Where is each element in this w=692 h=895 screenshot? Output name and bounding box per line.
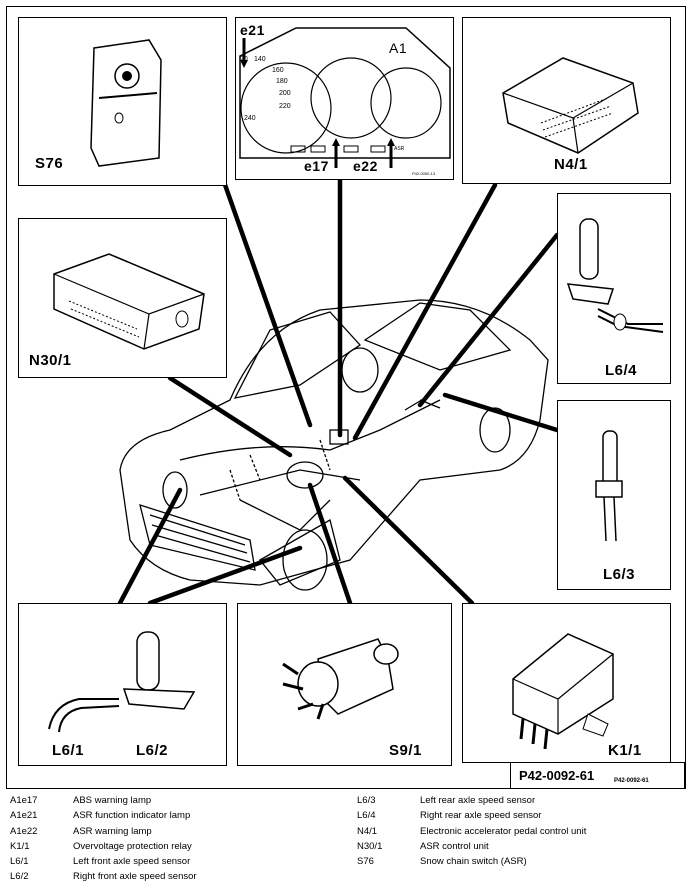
legend-desc: Left rear axle speed sensor bbox=[420, 795, 536, 806]
leader-n30-1 bbox=[167, 375, 293, 458]
leader-n4-1 bbox=[352, 182, 498, 441]
legend-code: L6/2 bbox=[10, 871, 29, 883]
legend-row: L6/1 Left front axle speed sensor bbox=[10, 856, 197, 871]
legend-desc: ASR control unit bbox=[420, 840, 489, 852]
inset-s9-1: S9/1 bbox=[237, 603, 452, 766]
brake-switch-drawing bbox=[282, 638, 399, 720]
legend-desc: ASR warning lamp bbox=[73, 825, 152, 837]
inset-l6-1-l6-2: L6/1 L6/2 bbox=[18, 603, 227, 766]
leader-s9-1 bbox=[307, 482, 353, 606]
legend-right: L6/3 Left rear axle speed sensor L6/4 Righ… bbox=[357, 795, 586, 871]
legend-desc: Electronic accelerator pedal control uni… bbox=[420, 825, 587, 837]
legend-code: K1/1 bbox=[10, 840, 30, 852]
front-sensor-drawing bbox=[48, 631, 196, 733]
label-k1-1: K1/1 bbox=[608, 742, 642, 759]
inset-a1: e21 A1 20 140 160 180 200 220 240 ASR e1… bbox=[235, 17, 454, 180]
legend-row: A1e22 ASR warning lamp bbox=[10, 826, 197, 841]
tick-140: 140 bbox=[254, 56, 266, 63]
legend-code: A1e21 bbox=[10, 810, 38, 822]
legend-row: N4/1 Electronic accelerator pedal control… bbox=[357, 826, 586, 841]
inset-n30-1: N30/1 bbox=[18, 218, 227, 378]
asr-mark: ASR bbox=[394, 146, 405, 152]
legend-code: A1e17 bbox=[10, 795, 38, 806]
legend-row: L6/2 Right front axle speed sensor bbox=[10, 871, 197, 886]
legend-row: L6/4 Right rear axle speed sensor bbox=[357, 810, 586, 825]
instrument-cluster-drawing bbox=[239, 27, 451, 168]
label-n30-1: N30/1 bbox=[29, 352, 72, 369]
legend-desc: Snow chain switch (ASR) bbox=[420, 856, 527, 868]
figure-code-small: P42-0092-61 bbox=[614, 778, 649, 784]
label-l6-2: L6/2 bbox=[136, 742, 169, 759]
legend-row: K1/1 Overvoltage protection relay bbox=[10, 841, 197, 856]
label-l6-4: L6/4 bbox=[605, 362, 638, 379]
legend-code: N4/1 bbox=[357, 825, 378, 837]
diagram-frame bbox=[6, 6, 686, 789]
accelerator-control-unit-drawing bbox=[502, 57, 639, 154]
right-rear-sensor-drawing bbox=[566, 218, 664, 333]
leader-lines bbox=[117, 97, 560, 606]
label-n4-1: N4/1 bbox=[554, 156, 588, 173]
tick-180: 180 bbox=[276, 78, 288, 85]
legend-row: A1e21 ASR function indicator lamp bbox=[10, 810, 197, 825]
inset-s76: S76 bbox=[18, 17, 227, 186]
leader-l6-1 bbox=[117, 487, 183, 606]
legend-desc: ABS warning lamp bbox=[73, 795, 152, 806]
legend-code: S76 bbox=[357, 856, 374, 868]
leader-l6-2 bbox=[147, 545, 303, 606]
label-s76: S76 bbox=[35, 155, 64, 172]
label-l6-1: L6/1 bbox=[52, 742, 85, 759]
legend-code: L6/3 bbox=[357, 795, 376, 806]
legend-desc: Right front axle speed sensor bbox=[73, 871, 197, 883]
inset-n4-1: N4/1 bbox=[462, 17, 671, 184]
legend-row: L6/3 Left rear axle speed sensor bbox=[357, 795, 586, 810]
legend-desc: Overvoltage protection relay bbox=[73, 840, 192, 852]
label-l6-3: L6/3 bbox=[603, 566, 636, 583]
tick-160: 160 bbox=[272, 67, 284, 74]
label-e17: e17 bbox=[304, 158, 329, 174]
leader-k1-1 bbox=[342, 475, 475, 606]
legend-row: S76 Snow chain switch (ASR) bbox=[357, 856, 586, 871]
legend-code: A1e22 bbox=[10, 825, 38, 837]
label-e21: e21 bbox=[240, 22, 265, 38]
tick-20: 20 bbox=[240, 56, 248, 63]
asr-control-unit-drawing bbox=[53, 253, 205, 350]
leader-l6-3 bbox=[442, 392, 560, 433]
legend-code: L6/1 bbox=[10, 856, 29, 868]
label-a1: A1 bbox=[389, 40, 408, 56]
inset-k1-1: K1/1 bbox=[462, 603, 671, 763]
legend-left: A1e17 ABS warning lamp A1e21 ASR function … bbox=[10, 795, 197, 887]
legend-desc: Left front axle speed sensor bbox=[73, 856, 191, 868]
legend-desc: ASR function indicator lamp bbox=[73, 810, 191, 822]
left-rear-sensor-drawing bbox=[595, 430, 623, 542]
legend-code: N30/1 bbox=[357, 840, 383, 852]
legend-row: A1e17 ABS warning lamp bbox=[10, 795, 197, 810]
legend-row: N30/1 ASR control unit bbox=[357, 841, 586, 856]
tick-220: 220 bbox=[279, 103, 291, 110]
label-s9-1: S9/1 bbox=[389, 742, 422, 759]
inset-l6-3: L6/3 bbox=[557, 400, 671, 590]
label-e22: e22 bbox=[353, 158, 378, 174]
legend-desc: Right rear axle speed sensor bbox=[420, 810, 542, 822]
tick-240: 240 bbox=[244, 115, 256, 122]
inset-l6-4: L6/4 bbox=[557, 193, 671, 384]
snow-chain-switch-drawing bbox=[90, 39, 162, 167]
figure-code: P42-0092-61 bbox=[510, 762, 685, 789]
tick-200: 200 bbox=[279, 90, 291, 97]
legend-code: L6/4 bbox=[357, 810, 376, 822]
relay-drawing bbox=[512, 633, 614, 750]
car-body bbox=[119, 299, 549, 591]
cluster-code: P42-0050-13 bbox=[412, 171, 436, 176]
leader-l6-4 bbox=[417, 232, 560, 408]
